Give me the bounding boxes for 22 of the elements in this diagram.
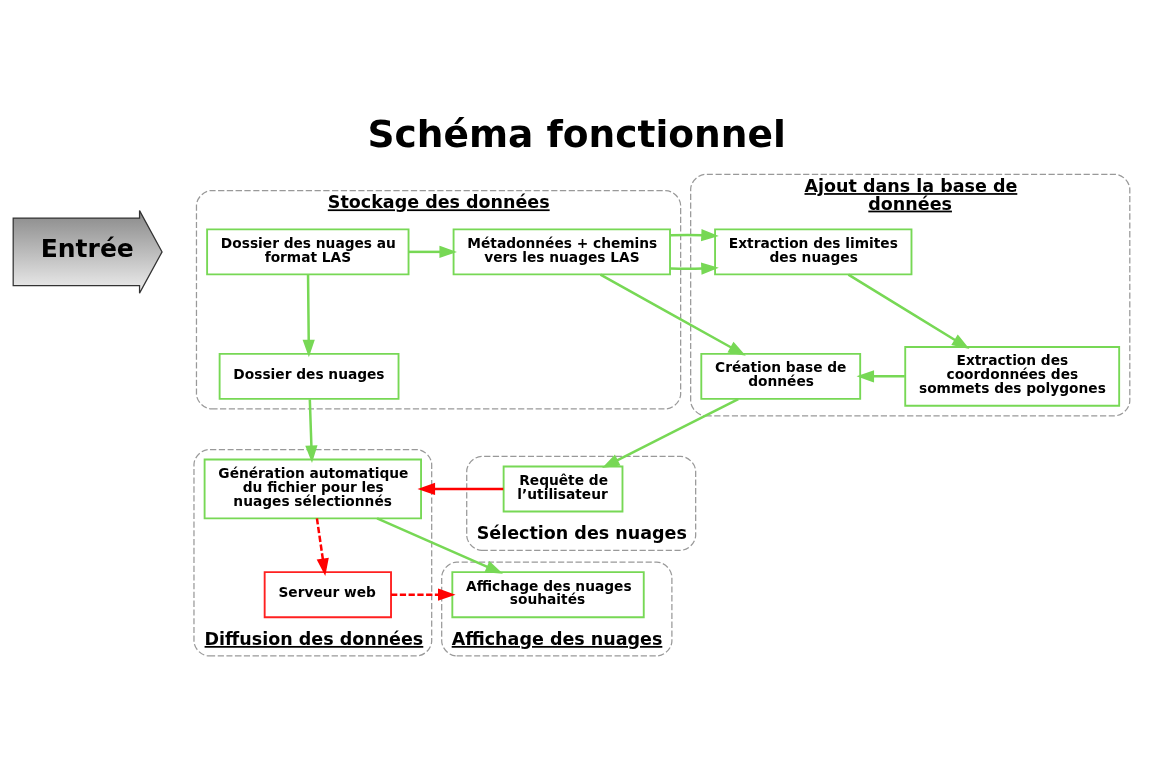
- node-box: Affichage des nuages souhaités: [451, 570, 645, 618]
- arrow: [376, 516, 503, 574]
- arrow: [856, 369, 905, 382]
- arrow: [409, 245, 457, 258]
- node-box: Extraction des limites des nuages: [714, 227, 913, 275]
- arrow: [670, 228, 719, 275]
- node-box: Métadonnées + chemins vers les nuages LAS: [452, 227, 671, 275]
- node-box: Serveur web: [263, 570, 392, 618]
- node-box: Génération automatique du fichier pour les nuages sélectionnés: [203, 458, 422, 519]
- arrow: [302, 274, 315, 357]
- diagram-title: Schéma fonctionnel: [367, 111, 786, 156]
- node-box: Dossier des nuages: [218, 352, 400, 400]
- arrow: [315, 517, 329, 576]
- arrow: [599, 273, 746, 356]
- arrow: [391, 588, 456, 601]
- arrow: [847, 273, 970, 349]
- arrow: [305, 398, 318, 463]
- arrow: [417, 482, 504, 495]
- node-box: Extraction des coordonnées des sommets des polygones: [904, 345, 1121, 407]
- node-box: Création base de données: [700, 352, 862, 400]
- node-box: Requête de l’utilisateur: [502, 465, 624, 512]
- node-box: Dossier des nuages au format LAS: [206, 227, 410, 275]
